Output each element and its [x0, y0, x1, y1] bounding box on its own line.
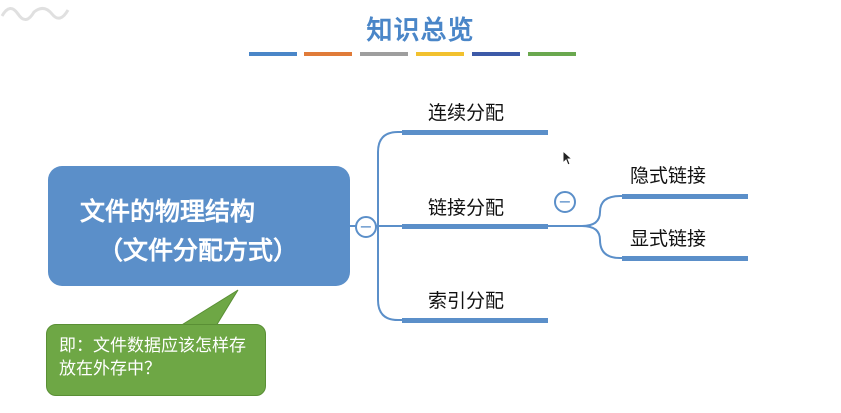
root-node-line1: 文件的物理结构 [80, 197, 256, 226]
title-bar-segment [528, 52, 576, 56]
connector-branch-3 [377, 226, 402, 321]
connector-branch-1 [374, 131, 402, 227]
branch-label-linked[interactable]: 链接分配 [428, 197, 505, 219]
title-bar-segment [304, 52, 352, 56]
sub-branch-underline-implicit [622, 194, 748, 199]
sub-branch-label-explicit[interactable]: 显式链接 [630, 228, 707, 250]
mouse-cursor-icon [562, 150, 574, 166]
collapse-toggle-link[interactable]: − [554, 191, 576, 213]
connector-sub-2 [581, 225, 624, 259]
collapse-toggle-root[interactable]: − [355, 216, 377, 238]
title-bar-segment [360, 52, 408, 56]
branch-label-indexed[interactable]: 索引分配 [428, 290, 505, 312]
title-bar-segment [472, 52, 520, 56]
watermark-logo [0, 7, 70, 21]
note-callout: 即：文件数据应该怎样存放在外存中？ [46, 324, 266, 396]
branch-label-contiguous[interactable]: 连续分配 [428, 102, 505, 124]
root-node[interactable]: 文件的物理结构 （文件分配方式） [48, 166, 350, 286]
connector-sub-1 [546, 195, 624, 227]
branch-underline-contiguous [402, 130, 548, 135]
branch-underline-linked [402, 224, 548, 229]
title-bar-segment [416, 52, 464, 56]
sub-branch-label-implicit[interactable]: 隐式链接 [630, 165, 707, 187]
root-node-line2: （文件分配方式） [98, 236, 299, 265]
page-title: 知识总览 [366, 16, 475, 46]
title-bar-segment [249, 52, 297, 56]
sub-branch-underline-explicit [622, 256, 748, 261]
branch-underline-indexed [402, 318, 548, 323]
